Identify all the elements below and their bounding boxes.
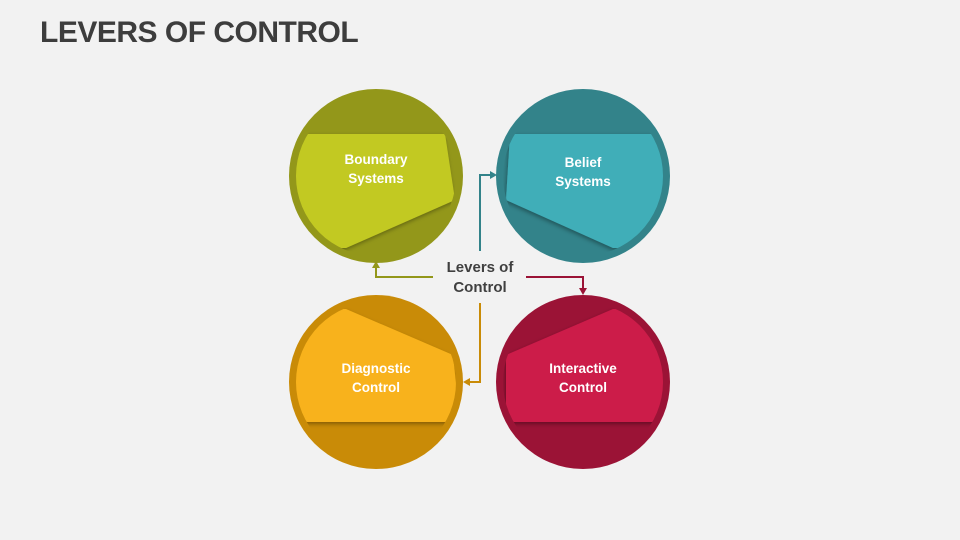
connector-arrow-belief (479, 174, 492, 251)
slide-title: LEVERS OF CONTROL (40, 16, 359, 49)
circle-inner-shape (296, 309, 456, 422)
lever-diagnostic-control: Diagnostic Control (289, 295, 463, 469)
lever-interactive-control: Interactive Control (496, 295, 670, 469)
connector-arrow-diagnostic (468, 303, 481, 383)
lever-boundary-systems: Boundary Systems (289, 89, 463, 263)
circle-inner-shape (506, 309, 663, 422)
arrowhead-icon (579, 288, 587, 295)
arrowhead-icon (463, 378, 470, 386)
circle-inner-shape (506, 134, 663, 248)
connector-arrow-interactive (526, 276, 584, 290)
lever-belief-systems: Belief Systems (496, 89, 670, 263)
lever-label-line2: Systems (555, 174, 611, 189)
arrowhead-icon (490, 171, 497, 179)
arrowhead-icon (372, 261, 380, 268)
center-label-line1: Levers of (447, 259, 515, 276)
lever-label-line1: Boundary (344, 152, 407, 167)
lever-label-line2: Control (352, 380, 400, 395)
connector-arrow-boundary (375, 266, 433, 278)
lever-label-line1: Belief (565, 155, 602, 170)
lever-label-line2: Systems (348, 171, 404, 186)
lever-label-line1: Diagnostic (341, 361, 411, 376)
circle-inner-shape (296, 134, 455, 248)
lever-label-line1: Interactive (549, 361, 617, 376)
center-label-line2: Control (453, 279, 506, 296)
lever-label-line2: Control (559, 380, 607, 395)
